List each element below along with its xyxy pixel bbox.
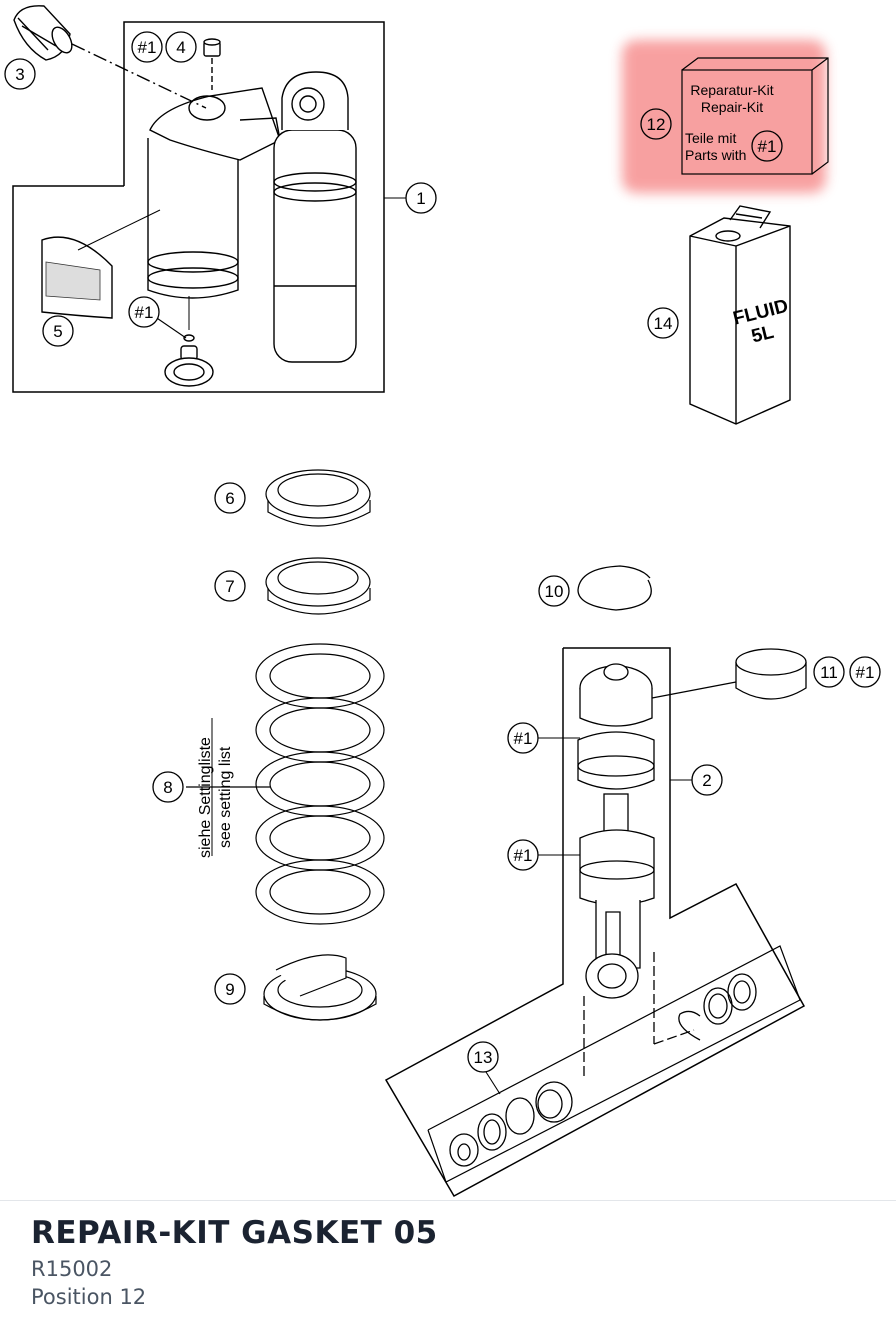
fluid-can [689, 205, 791, 425]
kit-box-line-4: Parts with [685, 147, 746, 163]
callout-kit-ref-box: #1 [751, 130, 783, 162]
spring-column [186, 469, 385, 1021]
damper-rod-group [384, 647, 806, 1198]
svg-text:#1: #1 [758, 137, 777, 156]
spring-note-line-2: see setting list [217, 746, 234, 848]
svg-text:8: 8 [163, 778, 172, 797]
svg-text:#1: #1 [138, 38, 157, 57]
part-number: R15002 [31, 1257, 113, 1281]
kit-box-line-2: Repair-Kit [701, 99, 763, 115]
svg-text:#1: #1 [514, 846, 533, 865]
svg-text:6: 6 [225, 489, 234, 508]
callout-10: 10 [538, 575, 570, 607]
callout-kit-ref-body: #1 [507, 839, 539, 871]
svg-text:3: 3 [15, 65, 24, 84]
svg-text:14: 14 [654, 314, 673, 333]
callout-11: 11 [813, 656, 845, 688]
svg-text:9: 9 [225, 980, 234, 999]
svg-text:12: 12 [647, 115, 666, 134]
callout-12[interactable]: 12 [640, 108, 672, 140]
callout-8: 8 [152, 771, 184, 803]
ring-11 [651, 648, 807, 700]
seal-kit-parts [427, 945, 801, 1183]
exploded-parts-diagram: Reparatur-Kit Repair-Kit Teile mit Parts… [4, 5, 881, 1198]
svg-text:10: 10 [545, 582, 564, 601]
callout-kit-ref-ring: #1 [849, 656, 881, 688]
repair-kit-box [681, 57, 829, 175]
callout-kit-ref-top: #1 [131, 31, 163, 63]
circlip-10 [577, 565, 652, 611]
svg-text:#1: #1 [514, 729, 533, 748]
callout-kit-ref-valve: #1 [128, 296, 160, 328]
svg-text:2: 2 [702, 771, 711, 790]
callout-13: 13 [467, 1041, 499, 1073]
callout-kit-ref-head: #1 [507, 722, 539, 754]
kit-box-line-1: Reparatur-Kit [690, 82, 773, 98]
part-position: Position 12 [31, 1285, 147, 1309]
svg-text:11: 11 [820, 663, 838, 682]
svg-text:4: 4 [176, 38, 185, 57]
callout-3: 3 [4, 58, 36, 90]
spring-note-line-1: siehe Settingliste [197, 737, 214, 858]
part-title: REPAIR-KIT GASKET 05 [31, 1215, 438, 1251]
svg-text:1: 1 [416, 189, 425, 208]
highlight-region[interactable] [622, 40, 826, 193]
svg-text:#1: #1 [856, 663, 875, 682]
svg-text:13: 13 [474, 1048, 493, 1067]
callout-7: 7 [214, 570, 246, 602]
svg-text:7: 7 [225, 577, 234, 596]
damper-rod [577, 663, 655, 999]
callout-14: 14 [647, 307, 679, 339]
kit-box-line-3: Teile mit [685, 130, 736, 146]
part-3-adjuster [13, 5, 207, 109]
callout-6: 6 [214, 482, 246, 514]
svg-text:#1: #1 [135, 303, 154, 322]
callout-9: 9 [214, 973, 246, 1005]
svg-text:5: 5 [53, 322, 62, 341]
part-info-footer: REPAIR-KIT GASKET 05 R15002 Position 12 [0, 1200, 896, 1336]
shock-body-group [12, 21, 385, 393]
callout-4: 4 [165, 31, 197, 63]
callout-5: 5 [42, 315, 74, 347]
callout-2: 2 [691, 764, 723, 796]
callout-1: 1 [405, 182, 437, 214]
